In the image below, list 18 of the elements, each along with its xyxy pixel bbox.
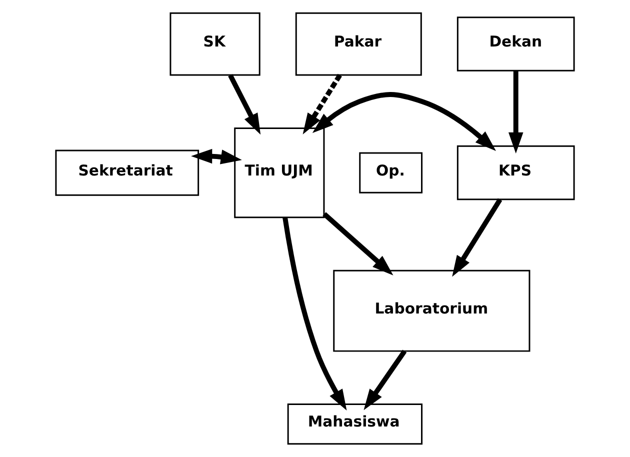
node-box: Sekretariat xyxy=(55,150,200,196)
arrow xyxy=(191,148,242,164)
arrow xyxy=(228,74,261,135)
node-box: Dekan xyxy=(456,16,575,72)
arrow xyxy=(322,212,394,276)
node-box: Mahasiswa xyxy=(287,404,423,445)
node-box: SK xyxy=(170,12,260,76)
node-box: KPS xyxy=(456,145,575,200)
arrow xyxy=(302,74,342,134)
node-box: Op. xyxy=(359,152,423,194)
arrow xyxy=(312,92,496,152)
arrow xyxy=(282,217,347,410)
arrow xyxy=(364,350,407,410)
arrow xyxy=(508,70,524,154)
arrow xyxy=(452,198,502,277)
node-box: Tim UJM xyxy=(234,127,325,218)
node-box: Laboratorium xyxy=(333,270,530,352)
node-box: Pakar xyxy=(295,12,422,76)
